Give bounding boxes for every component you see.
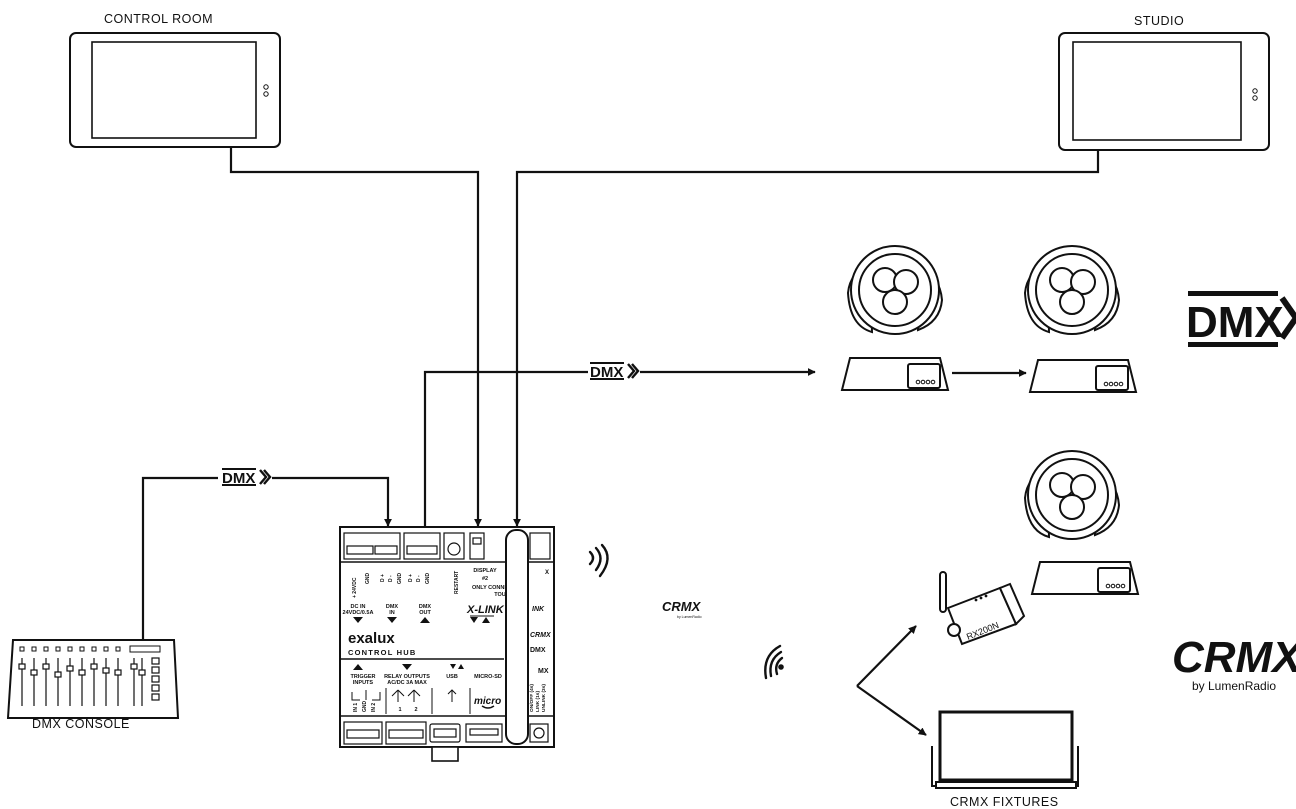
- dmx-tag-fixtures-text: DMX: [590, 364, 623, 381]
- hub-pin-dplus-2: D +: [408, 574, 414, 582]
- dmx-tag-console: DMX: [220, 464, 272, 490]
- hub-ink: INK: [532, 606, 545, 613]
- dmx-tag-fixtures: DMX: [588, 358, 640, 384]
- line-studio-to-hub: [513, 150, 1100, 527]
- hub-usb: USB: [446, 674, 458, 680]
- hub-pin-dplus-1: D +: [380, 574, 386, 582]
- studio-tablet: [1058, 32, 1270, 151]
- hub-gnd-trig: GND: [362, 701, 368, 713]
- hub-display-label: DISPLAY: [473, 568, 497, 574]
- hub-only-connect: ONLY CONNEC: [472, 585, 512, 591]
- hub-relay-spec: AC/DC 3A MAX: [387, 680, 427, 686]
- hub-xlink: X-LINK: [466, 604, 505, 616]
- hub-dc-in-spec: 24VDC/0.5A: [343, 610, 374, 616]
- crmx-large-text: CRMX: [1172, 633, 1296, 682]
- hub-dmx-side: DMX: [530, 647, 546, 654]
- wireless-icon-hub: [588, 543, 609, 578]
- hub-dmx-in: DMX: [386, 604, 399, 610]
- hub-microsd: MICRO-SD: [474, 674, 502, 680]
- hub-pin-gnd-2: GND: [397, 573, 403, 585]
- hub-restart: RESTART: [454, 571, 460, 594]
- hub-display-number: #2: [482, 576, 488, 582]
- hub-pin-gnd-1: GND: [365, 573, 371, 585]
- hub-link: LINK (1s): [535, 691, 541, 712]
- hub-touch: TOUC: [494, 592, 510, 598]
- hub-dmx-in-sub: IN: [389, 610, 395, 616]
- hub-product: CONTROL HUB: [348, 648, 416, 657]
- line-console-to-hub: [141, 476, 218, 640]
- hub-trigger: TRIGGER: [350, 674, 375, 680]
- line-hub-to-fixtures: [423, 370, 588, 526]
- hub-relay: RELAY OUTPUTS: [384, 674, 430, 680]
- hub-unlink: UNLINK (3s): [541, 684, 547, 712]
- hub-pin-gnd-3: GND: [425, 573, 431, 585]
- hub-in2: IN 2: [371, 703, 377, 712]
- control-room-tablet: [69, 32, 281, 148]
- hub-pin-dminus-2: D -: [416, 575, 422, 582]
- rx200n-receiver: [939, 571, 1026, 646]
- studio-label: STUDIO: [1134, 14, 1185, 28]
- line-wireless-to-receiver: [856, 625, 917, 687]
- hub-mx: MX: [538, 668, 549, 675]
- crmx-panel-fixture: [931, 710, 1079, 789]
- dmx-logo-large: DMX: [1186, 291, 1296, 347]
- hub-crmx-side: CRMX: [530, 632, 552, 639]
- hub-relay-2: 2: [414, 707, 417, 713]
- connection-lines: [141, 147, 1100, 736]
- hub-pin-dminus-1: D -: [388, 575, 394, 582]
- crmx-small-by: by LumenRadio: [677, 615, 702, 619]
- hub-micro-logo: micro: [474, 696, 501, 707]
- hub-dmx-out: DMX: [419, 604, 432, 610]
- hub-relay-1: 1: [398, 707, 401, 713]
- line-wireless-to-panel: [856, 685, 927, 736]
- line-control-room-to-hub: [229, 147, 482, 527]
- dmx-tag-console-text: DMX: [222, 470, 255, 487]
- moving-head-fixture-2: [1023, 245, 1138, 393]
- hub-in1: IN 1: [353, 703, 359, 712]
- dmx-logo-large-text: DMX: [1186, 298, 1284, 347]
- moving-head-fixture-3: [1023, 450, 1140, 595]
- dmx-console: [6, 639, 180, 719]
- hub-on-off: ON/OFF (4s): [529, 684, 535, 712]
- moving-head-fixture-1: [840, 245, 950, 391]
- hub-x-side: X: [545, 570, 549, 576]
- hub-inputs: INPUTS: [353, 680, 374, 686]
- hub-pin-24vdc: + 24VDC: [352, 577, 358, 598]
- dmx-console-label: DMX CONSOLE: [32, 717, 130, 731]
- crmx-logo-large: CRMX by LumenRadio: [1172, 633, 1296, 693]
- hub-brand: exalux: [348, 630, 395, 647]
- wireless-icon-crmx: [764, 644, 784, 680]
- control-room-label: CONTROL ROOM: [104, 12, 214, 26]
- crmx-small-text: CRMX: [662, 599, 702, 614]
- crmx-fixtures-label: CRMX FIXTURES: [950, 795, 1059, 809]
- line-console-to-hub-2: [272, 476, 392, 527]
- crmx-large-by: by LumenRadio: [1192, 679, 1276, 693]
- hub-dc-in: DC IN: [351, 604, 366, 610]
- control-hub: + 24VDC GND D + D - GND D + D - GND REST…: [339, 526, 555, 762]
- crmx-logo-small: CRMX by LumenRadio: [662, 599, 702, 619]
- hub-dmx-out-sub: OUT: [419, 610, 431, 616]
